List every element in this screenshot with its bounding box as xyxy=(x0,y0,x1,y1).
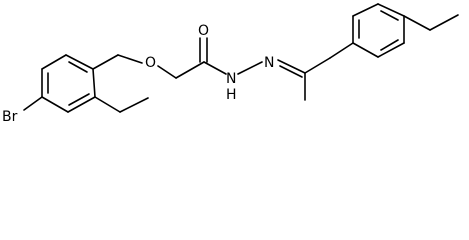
ch2-carbonyl-bond xyxy=(175,61,205,79)
ether-oxygen-label: O xyxy=(145,55,156,71)
bromo-methylphenyl-ring xyxy=(41,54,96,113)
o-ch2-bond xyxy=(157,65,177,79)
imine-double-bond xyxy=(279,65,303,78)
imine-double-bond xyxy=(277,59,306,74)
ring2-double-bond xyxy=(380,10,399,21)
ring2-bond xyxy=(329,42,354,59)
ring2-bond xyxy=(377,42,405,58)
molecule-diagram: Br O O N H N xyxy=(2,3,459,125)
ring2-bond xyxy=(352,42,379,58)
carbonyl-oxygen-label: O xyxy=(198,23,209,39)
imine-ring2-bond xyxy=(304,57,331,74)
ring-o-bond xyxy=(92,54,119,70)
ring1-bond xyxy=(67,96,96,113)
amide-nitrogen-label: N xyxy=(226,71,236,87)
ring1-methyl-bond xyxy=(94,96,121,113)
ring2-bond xyxy=(377,3,405,17)
carbonyl-n-bond xyxy=(203,61,227,75)
ring1-bond xyxy=(65,54,94,70)
ring2-bond xyxy=(352,3,379,17)
ring2-methyl-bond xyxy=(403,15,431,31)
ring1-bond xyxy=(41,96,69,113)
ring1-bond xyxy=(92,68,96,98)
c-br-bond xyxy=(23,96,43,111)
n-n-bond xyxy=(237,61,263,75)
bromine-label: Br xyxy=(2,109,18,125)
amide-hydrogen-label: H xyxy=(226,87,237,103)
ring1-bond xyxy=(41,54,67,70)
ring-o-bond xyxy=(117,54,143,64)
ring2-methyl-bond xyxy=(429,14,459,31)
ring2-double-bond xyxy=(380,39,399,51)
methylphenyl-ring xyxy=(329,3,405,59)
ring1-double-bond xyxy=(68,61,88,73)
ring1-double-bond xyxy=(68,93,90,106)
imine-nitrogen-label: N xyxy=(264,55,274,71)
ring1-methyl-bond xyxy=(119,97,149,113)
structure-canvas: Br O O N H N xyxy=(2,3,459,125)
